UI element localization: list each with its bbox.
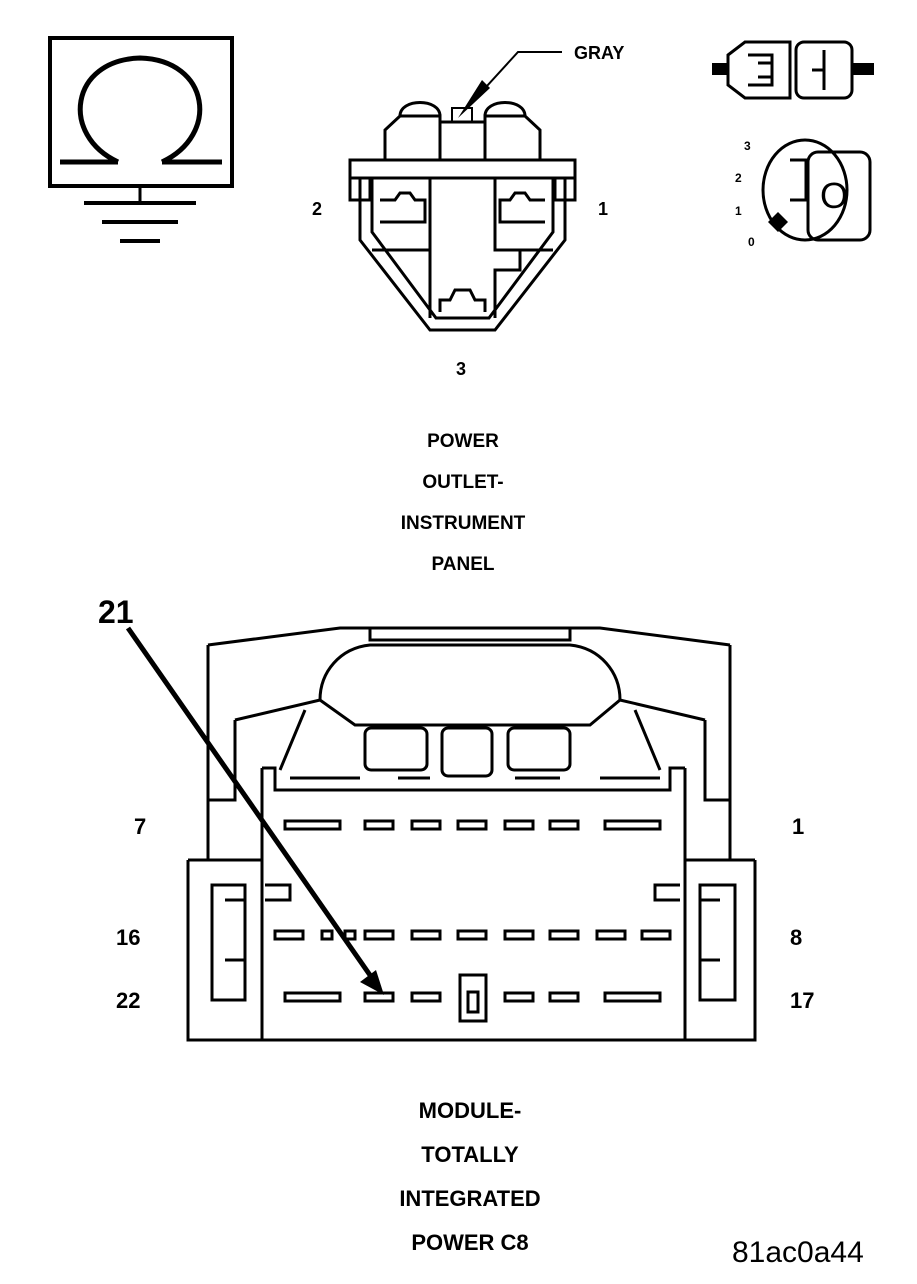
figure-code: 81ac0a44 bbox=[732, 1236, 864, 1269]
outlet-caption: POWER OUTLET- INSTRUMENT PANEL bbox=[368, 432, 558, 596]
pin-cavity-slot-7 bbox=[603, 819, 662, 831]
pin-cavity-slot-16 bbox=[595, 929, 627, 941]
outlet-caption-line-4: PANEL bbox=[431, 554, 495, 575]
pin-cavity-slot-18 bbox=[283, 991, 342, 1003]
outlet-pin-1-label: 1 bbox=[598, 199, 609, 219]
pin-cavity-slot-22 bbox=[548, 991, 580, 1003]
pin-cavity-slot-11 bbox=[363, 929, 395, 941]
pin-cavity-slot-12 bbox=[410, 929, 442, 941]
pin-cavity-slot-5 bbox=[503, 819, 535, 831]
ignition-key-label: O bbox=[820, 175, 849, 216]
module-pin-8-label: 8 bbox=[790, 925, 803, 950]
pin-cavity-slot-4 bbox=[456, 819, 488, 831]
pin-cavity-slot-14 bbox=[503, 929, 535, 941]
module-caption-line-1: MODULE- bbox=[418, 1098, 522, 1123]
pin-cavity-slot-15 bbox=[548, 929, 580, 941]
pin-cavities bbox=[273, 819, 672, 1003]
outlet-caption-line-2: OUTLET- bbox=[422, 472, 504, 493]
module-caption: MODULE- TOTALLY INTEGRATED POWER C8 bbox=[350, 1100, 590, 1276]
ignition-key-icon bbox=[712, 40, 874, 242]
pin-cavity-slot-1 bbox=[283, 819, 342, 831]
gray-wire-label: GRAY bbox=[574, 43, 625, 63]
pin-cavity-slot-13 bbox=[456, 929, 488, 941]
ground-symbol-icon bbox=[48, 36, 234, 243]
outlet-caption-line-3: INSTRUMENT bbox=[400, 513, 526, 534]
pin-cavity-slot-9 bbox=[320, 929, 334, 941]
module-pin-16-label: 16 bbox=[116, 925, 141, 950]
pin-cavity-slot-6 bbox=[548, 819, 580, 831]
power-outlet-connector-icon bbox=[348, 51, 577, 332]
pin-cavity-slot-8 bbox=[273, 929, 305, 941]
pin-cavity-slot-23 bbox=[603, 991, 662, 1003]
pin-cavity-slot-20 bbox=[410, 991, 442, 1003]
ignition-position-2: 2 bbox=[735, 171, 742, 185]
outlet-caption-line-1: POWER bbox=[427, 431, 499, 452]
pin-cavity-slot-17 bbox=[640, 929, 672, 941]
module-pin-17-label: 17 bbox=[790, 988, 815, 1013]
ignition-position-0: 0 bbox=[748, 235, 755, 249]
outlet-pin-3-label: 3 bbox=[456, 359, 467, 379]
module-pin-22-label: 22 bbox=[116, 988, 141, 1013]
module-caption-line-4: POWER C8 bbox=[411, 1230, 529, 1255]
module-connector-icon bbox=[186, 626, 757, 1042]
ignition-position-3: 3 bbox=[744, 139, 751, 153]
module-pin-7-label: 7 bbox=[134, 814, 147, 839]
ignition-position-1: 1 bbox=[735, 204, 742, 218]
pin-cavity-slot-21 bbox=[503, 991, 535, 1003]
callout-21-label: 21 bbox=[98, 594, 134, 630]
ohm-symbol-icon bbox=[77, 55, 203, 165]
callout-arrow-21 bbox=[125, 626, 384, 995]
module-pin-1-label: 1 bbox=[792, 814, 805, 839]
pin-cavity-slot-2 bbox=[363, 819, 395, 831]
outlet-pin-2-label: 2 bbox=[312, 199, 323, 219]
module-caption-line-2: TOTALLY bbox=[421, 1142, 519, 1167]
pin-cavity-slot-3 bbox=[410, 819, 442, 831]
module-caption-line-3: INTEGRATED bbox=[399, 1186, 541, 1211]
pin-cavity-slot-19 bbox=[363, 991, 395, 1003]
